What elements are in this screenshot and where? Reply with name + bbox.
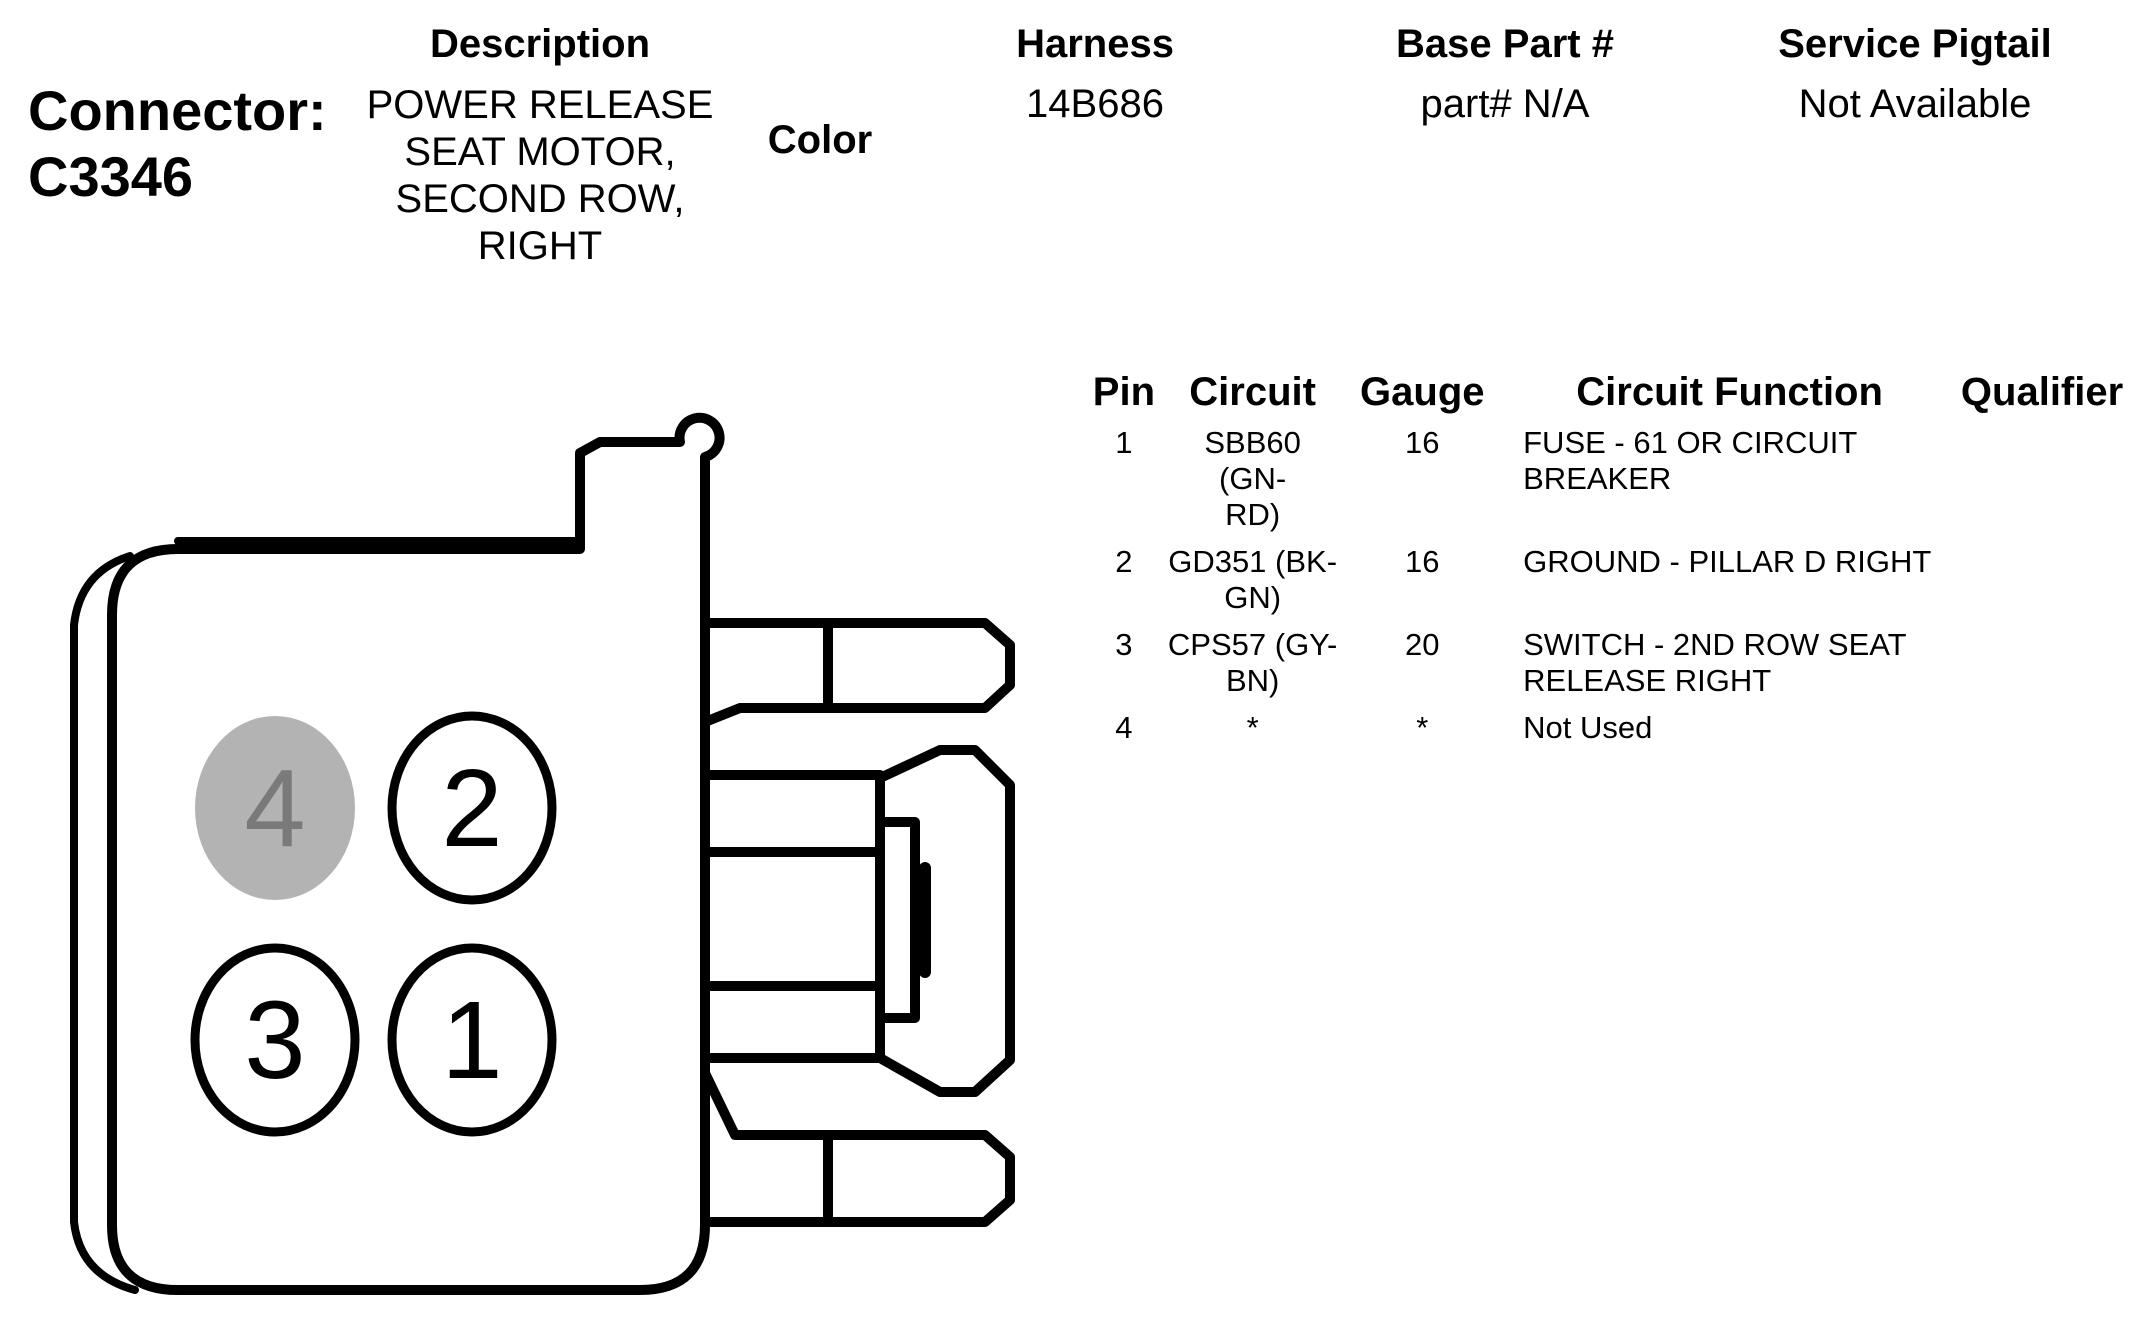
circuit-function-cell-line: BREAKER	[1523, 461, 1672, 496]
circuit-cell: SBB60 (GN-RD)	[1168, 425, 1338, 544]
connector-label-prefix: Connector:	[28, 79, 327, 142]
circuit-function-cell-line: GROUND - PILLAR D RIGHT	[1523, 544, 1932, 579]
pin-cavity-label: 2	[441, 747, 502, 870]
table-row: 4 * * Not Used	[1080, 710, 2132, 757]
center-lock-inner	[700, 817, 920, 1023]
table-row: 2 GD351 (BK-GN) 16 GROUND - PILLAR D RIGHT	[1080, 544, 2132, 627]
qualifier-cell	[1952, 544, 2132, 627]
gauge-cell: 20	[1405, 627, 1440, 662]
circuit-function-cell: Not Used	[1507, 710, 1952, 757]
circuit-function-cell-line: RELEASE RIGHT	[1523, 663, 1772, 698]
connector-title: Connector: C3346	[28, 78, 327, 210]
gauge-cell: 16	[1405, 425, 1440, 460]
description-line: SECOND ROW,	[395, 177, 685, 221]
pin-number-cell: 1	[1115, 425, 1133, 460]
pin-number-cell: 4	[1115, 710, 1133, 745]
connector-outer-shell	[107, 412, 725, 1295]
pin-number-cell: 3	[1115, 627, 1133, 662]
pin-cavity-outline	[387, 943, 557, 1137]
circuit-cell-line: GD351 (BK-	[1168, 544, 1338, 579]
lower-latch-tab	[700, 1068, 1015, 1227]
gauge-cell: *	[1416, 710, 1429, 745]
pin-cavity-label: 4	[244, 747, 305, 870]
center-lock-ramp	[875, 745, 1015, 1097]
circuit-cell: GD351 (BK-GN)	[1168, 544, 1338, 627]
pin-number-cell: 2	[1115, 544, 1133, 579]
description-line: SEAT MOTOR,	[404, 130, 676, 174]
description-header: Description	[429, 22, 651, 66]
circuit-cell-line: RD)	[1225, 497, 1281, 532]
description-line: POWER RELEASE	[366, 83, 714, 127]
gauge-cell: 16	[1405, 544, 1440, 579]
circuit-function-cell-line: Not Used	[1523, 710, 1653, 745]
connector-shell-lip	[70, 552, 139, 1294]
circuit-function-cell-line: FUSE - 61 OR CIRCUIT	[1523, 425, 1858, 460]
qualifier-column-header: Qualifier	[1960, 370, 2124, 414]
circuit-function-cell: GROUND - PILLAR D RIGHT	[1507, 544, 1952, 627]
circuit-cell-line: SBB60 (GN-	[1204, 425, 1301, 496]
description-value: POWER RELEASE SEAT MOTOR, SECOND ROW, RI…	[345, 82, 735, 270]
pin-table: Pin Circuit Gauge Circuit Function Quali…	[1080, 370, 2132, 757]
pin-cavity-label: 3	[244, 979, 305, 1102]
pin-table-header-row: Pin Circuit Gauge Circuit Function Quali…	[1080, 370, 2132, 425]
circuit-function-column-header: Circuit Function	[1576, 370, 1883, 414]
circuit-cell-line: *	[1246, 710, 1259, 745]
circuit-cell: *	[1168, 710, 1338, 757]
pin-cavity-2: 2	[387, 711, 557, 905]
connector-id: C3346	[28, 145, 194, 208]
qualifier-cell	[1952, 627, 2132, 710]
description-line: RIGHT	[477, 224, 603, 268]
pin-cavity-outline	[195, 716, 355, 900]
circuit-cell-line: CPS57 (GY-	[1167, 627, 1338, 662]
service-pigtail-header: Service Pigtail	[1778, 22, 2052, 66]
service-pigtail-value: Not Available	[1798, 82, 2032, 126]
pin-cavity-label: 1	[441, 979, 502, 1102]
qualifier-cell	[1952, 425, 2132, 544]
upper-latch-tab	[700, 618, 1015, 727]
base-part-header: Base Part #	[1396, 22, 1614, 66]
pin-column-header: Pin	[1092, 370, 1156, 414]
connector-face-diagram: 4 2 3 1	[70, 412, 1015, 1295]
circuit-function-cell-line: SWITCH - 2ND ROW SEAT	[1523, 627, 1907, 662]
gauge-column-header: Gauge	[1360, 370, 1485, 414]
harness-value: 14B686	[1026, 82, 1164, 126]
pin-cavity-1: 1	[387, 943, 557, 1137]
circuit-column-header: Circuit	[1189, 370, 1316, 414]
base-part-value: part# N/A	[1420, 82, 1590, 126]
circuit-cell: CPS57 (GY-BN)	[1168, 627, 1338, 710]
harness-header: Harness	[1016, 22, 1174, 66]
pin-cavity-3: 3	[190, 943, 360, 1137]
center-lock-outer	[700, 770, 885, 1063]
qualifier-cell	[1952, 710, 2132, 757]
pin-cavity-4: 4	[195, 716, 355, 900]
circuit-cell-line: BN)	[1225, 663, 1280, 698]
circuit-cell-line: GN)	[1224, 580, 1282, 615]
color-header: Color	[767, 118, 873, 162]
pin-cavity-outline	[190, 943, 360, 1137]
pin-cavity-outline	[387, 711, 557, 905]
